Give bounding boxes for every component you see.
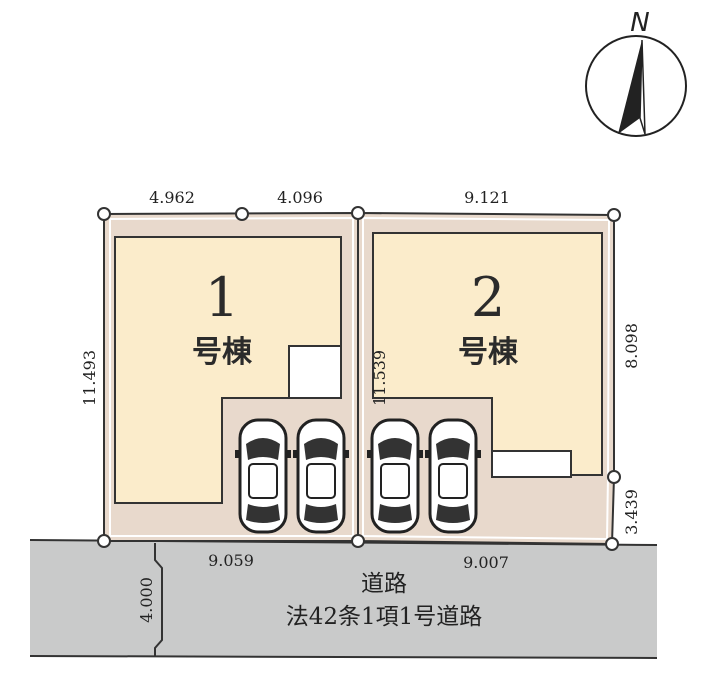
- dim-right-lot2-upper: 8.098: [622, 323, 641, 369]
- lot-2: [357, 211, 615, 546]
- road-name: 道路: [361, 571, 407, 597]
- building-1-number: 1: [205, 266, 239, 329]
- dim-top-lot1-left: 4.962: [149, 188, 195, 207]
- car-icon: [425, 418, 481, 534]
- road-width-dimension: 4.000: [137, 577, 156, 623]
- building-2-label: 号棟: [458, 335, 519, 370]
- dim-top-lot2: 9.121: [464, 188, 510, 207]
- building-1: [114, 236, 342, 504]
- dim-bottom-lot2: 9.007: [463, 553, 509, 572]
- north-arrow-icon: [585, 35, 687, 137]
- road-designation: 法42条1項1号道路: [286, 604, 483, 630]
- survey-point-icon: [97, 206, 621, 551]
- building-2-number: 2: [471, 266, 505, 329]
- lot-1: [103, 211, 359, 542]
- car-icon: [367, 418, 423, 534]
- building-1-annex: [288, 345, 342, 399]
- dim-top-lot1-right: 4.096: [277, 188, 323, 207]
- building-1-label: 号棟: [192, 335, 253, 370]
- car-icon: [235, 418, 291, 534]
- dim-bottom-lot1: 9.059: [208, 551, 254, 570]
- car-icon: [293, 418, 349, 534]
- compass-north-label: N: [630, 8, 649, 38]
- dim-left-lot1: 11.493: [80, 350, 99, 406]
- dim-right-lot2-lower: 3.439: [622, 489, 641, 535]
- building-2-annex: [491, 450, 572, 478]
- dim-middle-lot2-left: 11.539: [370, 350, 389, 406]
- road: [29, 539, 658, 659]
